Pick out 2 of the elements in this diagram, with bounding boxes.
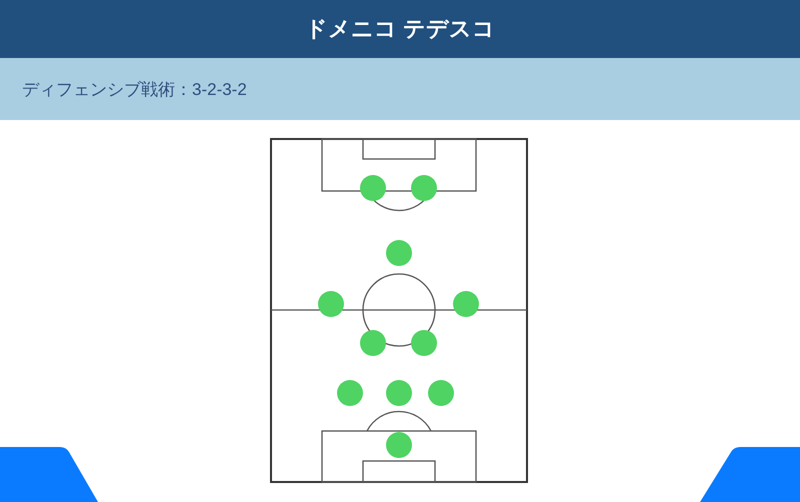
tactic-label: ディフェンシブ戦術：3-2-3-2 xyxy=(22,78,247,100)
title: ドメニコ テデスコ xyxy=(304,15,496,43)
